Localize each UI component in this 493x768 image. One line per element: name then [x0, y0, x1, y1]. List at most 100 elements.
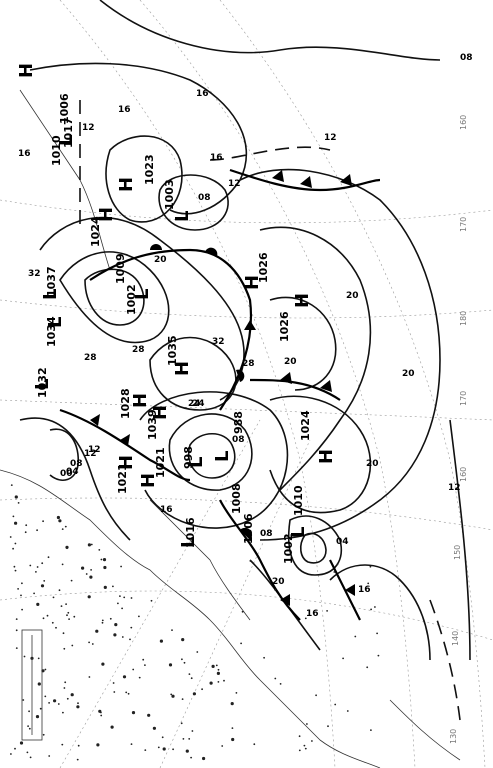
center-h-k: H	[138, 473, 159, 488]
pressure-h-e: 1026	[278, 311, 291, 342]
station-dot	[37, 682, 41, 686]
station-dot	[98, 549, 101, 551]
station-dot	[122, 675, 127, 679]
svg-text:150: 150	[453, 545, 462, 560]
pressure-l-i: 1008	[230, 483, 243, 514]
station-dot	[35, 571, 37, 573]
station-dot	[95, 629, 99, 633]
station-dot	[17, 502, 20, 504]
station-dot	[109, 617, 112, 620]
station-dot	[159, 639, 163, 643]
pressure-h-h: 1039	[146, 409, 159, 440]
svg-text:16: 16	[118, 105, 131, 115]
station-dot	[39, 707, 42, 710]
station-dot	[216, 671, 220, 676]
station-dot	[144, 749, 147, 751]
svg-text:12: 12	[88, 445, 101, 455]
station-dot	[28, 710, 30, 713]
station-dot	[303, 744, 306, 747]
station-plots	[9, 484, 380, 761]
station-dot	[100, 558, 103, 561]
station-dot	[120, 565, 122, 568]
troughs	[79, 100, 461, 721]
station-dot	[201, 688, 204, 691]
station-dot	[28, 727, 31, 730]
svg-text:08: 08	[70, 459, 83, 469]
station-dot	[215, 664, 218, 667]
station-dot	[101, 662, 105, 666]
station-dot	[370, 729, 372, 731]
station-dot	[36, 602, 40, 607]
station-dot	[63, 647, 66, 650]
center-h-e: H	[292, 293, 313, 308]
station-dot	[209, 681, 213, 685]
station-dot	[150, 599, 153, 602]
station-dot	[125, 691, 128, 694]
station-dot	[64, 681, 67, 684]
center-l-a: L	[172, 211, 193, 222]
svg-text:28: 28	[132, 345, 145, 355]
center-l-d: L	[40, 289, 61, 300]
station-dot	[15, 629, 18, 632]
pressure-l-a: 1003	[163, 179, 176, 210]
station-dot	[162, 747, 166, 751]
center-l-f: L	[32, 379, 53, 390]
svg-text:12: 12	[84, 449, 97, 459]
svg-text:24: 24	[192, 399, 205, 409]
station-dot	[180, 722, 183, 725]
svg-text:16: 16	[306, 609, 319, 619]
svg-text:08: 08	[232, 435, 245, 445]
center-h-i: H	[316, 449, 337, 464]
pressure-l-b: 1009	[114, 253, 127, 284]
station-dot	[110, 725, 114, 729]
station-dot	[40, 584, 45, 588]
station-dot	[333, 571, 336, 573]
fronts	[59, 168, 381, 621]
pressure-l-o: 1017	[62, 117, 75, 148]
pressure-h-d: 1026	[257, 252, 270, 283]
center-l-p: L	[56, 135, 77, 146]
station-dot	[202, 756, 206, 761]
station-dot	[85, 573, 88, 575]
station-dot	[88, 641, 90, 644]
station-dot	[48, 702, 50, 704]
station-dot	[147, 713, 151, 717]
pressure-h-f: 1035	[166, 335, 179, 366]
station-dot	[171, 694, 175, 698]
station-dot	[66, 614, 68, 617]
svg-text:12: 12	[448, 483, 461, 493]
pressure-l-j: 1006	[242, 513, 255, 544]
station-dot	[14, 569, 17, 572]
svg-text:170: 170	[459, 217, 468, 232]
svg-text:16: 16	[196, 89, 209, 99]
station-dot	[101, 619, 104, 622]
station-dot	[9, 536, 12, 538]
station-dot	[183, 661, 186, 664]
svg-text:32: 32	[28, 269, 41, 279]
station-dot	[14, 542, 17, 545]
station-dot	[47, 556, 50, 559]
station-dot	[127, 692, 130, 695]
svg-text:08: 08	[260, 529, 273, 539]
svg-text:20: 20	[284, 357, 297, 367]
station-dot	[65, 603, 67, 605]
station-dot	[41, 562, 44, 565]
svg-text:16: 16	[358, 585, 371, 595]
station-dot	[14, 495, 18, 499]
station-dot	[138, 676, 141, 679]
station-dot	[36, 529, 38, 532]
pressure-l-l: 1002	[282, 533, 295, 564]
station-dot	[376, 632, 378, 635]
station-dot	[67, 611, 70, 614]
pressure-h-b: 1023	[143, 154, 156, 185]
station-dot	[253, 743, 256, 746]
station-dot	[55, 626, 57, 629]
station-dot	[48, 755, 51, 757]
station-dot	[68, 618, 70, 620]
station-dot	[13, 565, 16, 568]
station-dot	[66, 697, 69, 700]
station-dot	[190, 677, 193, 680]
station-dot	[87, 595, 91, 599]
